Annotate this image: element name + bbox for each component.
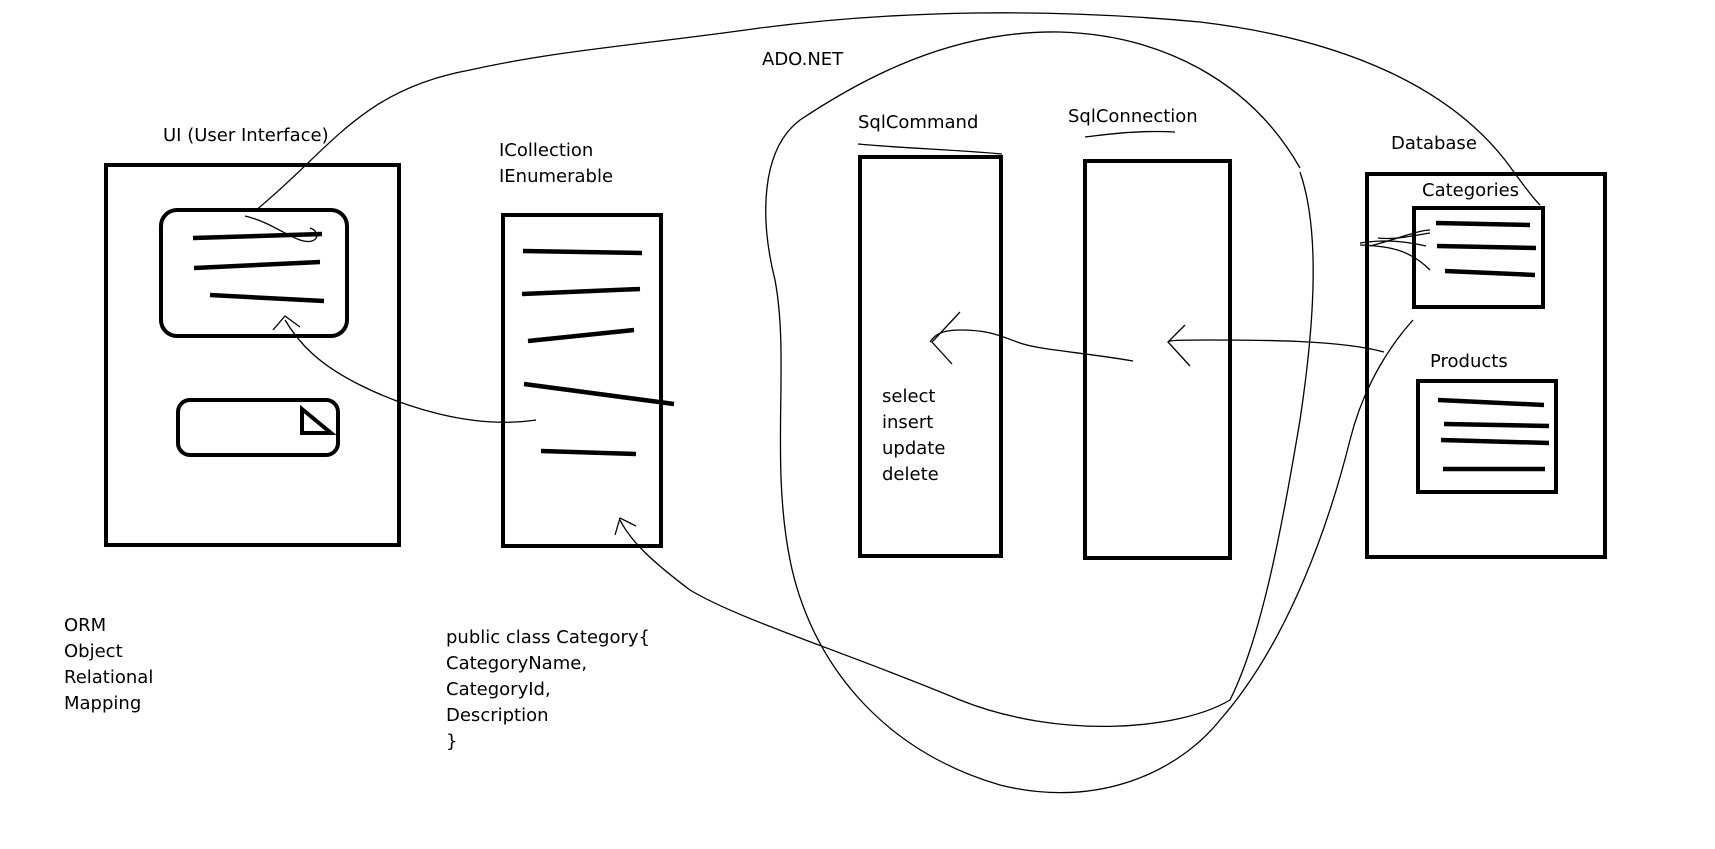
arrowhead	[1167, 324, 1191, 367]
code-line: CategoryId,	[446, 679, 551, 700]
sql-operations-list: select insert update delete	[882, 384, 945, 488]
products-line	[1437, 397, 1545, 408]
icollection-label: ICollection	[499, 140, 594, 161]
ado-net-inner-loop	[765, 31, 1414, 794]
products-table	[1416, 379, 1558, 494]
ado-net-boundary	[254, 12, 1541, 212]
ui-dropdown	[176, 398, 340, 457]
orm-note: ORM Object Relational Mapping	[64, 613, 153, 717]
collection-line	[523, 381, 675, 407]
code-line: CategoryName,	[446, 653, 588, 674]
database-box	[1365, 172, 1607, 559]
ienumerable-label: IEnumerable	[499, 166, 614, 187]
ui-list-line	[209, 292, 325, 304]
ado-net-label: ADO.NET	[762, 49, 844, 70]
sql-op: insert	[882, 412, 934, 433]
ui-box	[104, 163, 401, 547]
ui-list-line	[192, 231, 323, 241]
categories-pointer	[1359, 229, 1431, 271]
collection-line	[521, 286, 641, 297]
products-label: Products	[1430, 351, 1508, 372]
orm-line: Mapping	[64, 693, 142, 714]
sqlconnection-box	[1083, 159, 1232, 560]
sql-op: select	[882, 386, 936, 407]
categories-line	[1435, 220, 1531, 228]
collection-line	[522, 248, 643, 256]
database-label: Database	[1391, 133, 1477, 154]
code-line: }	[446, 731, 458, 752]
arrow-database-to-connection	[1167, 339, 1385, 353]
arrowhead	[931, 311, 961, 365]
orm-line: Object	[64, 641, 123, 662]
arrowhead	[272, 315, 301, 331]
categories-line	[1444, 268, 1536, 278]
collection-line	[527, 327, 635, 344]
arrowhead	[614, 517, 637, 536]
collection-line	[540, 448, 637, 457]
categories-label: Categories	[1422, 180, 1520, 201]
sqlcommand-box	[858, 155, 1003, 558]
sqlconnection-label: SqlConnection	[1068, 106, 1198, 127]
orm-line: Relational	[64, 667, 154, 688]
code-line: public class Category{	[446, 627, 650, 648]
products-line	[1443, 421, 1550, 429]
arrow-collection-to-ui	[284, 319, 537, 423]
ui-label: UI (User Interface)	[163, 125, 329, 146]
dropdown-triangle-icon	[300, 404, 337, 435]
arrow-connection-to-command	[929, 329, 1134, 362]
categories-line	[1436, 243, 1537, 251]
orm-line: ORM	[64, 615, 107, 636]
sqlcommand-label: SqlCommand	[858, 112, 979, 133]
sqlconnection-underline	[1084, 130, 1176, 138]
code-line: Description	[446, 705, 549, 726]
sqlcommand-underline	[857, 143, 1003, 155]
category-class-code: public class Category{ CategoryName, Cat…	[446, 625, 650, 755]
collection-box	[501, 213, 663, 548]
sql-op: delete	[882, 464, 939, 485]
arrow-database-to-collection	[619, 171, 1314, 728]
sql-op: update	[882, 438, 946, 459]
ui-list-panel	[159, 208, 349, 338]
ui-list-line	[193, 259, 321, 271]
products-line	[1440, 437, 1550, 446]
